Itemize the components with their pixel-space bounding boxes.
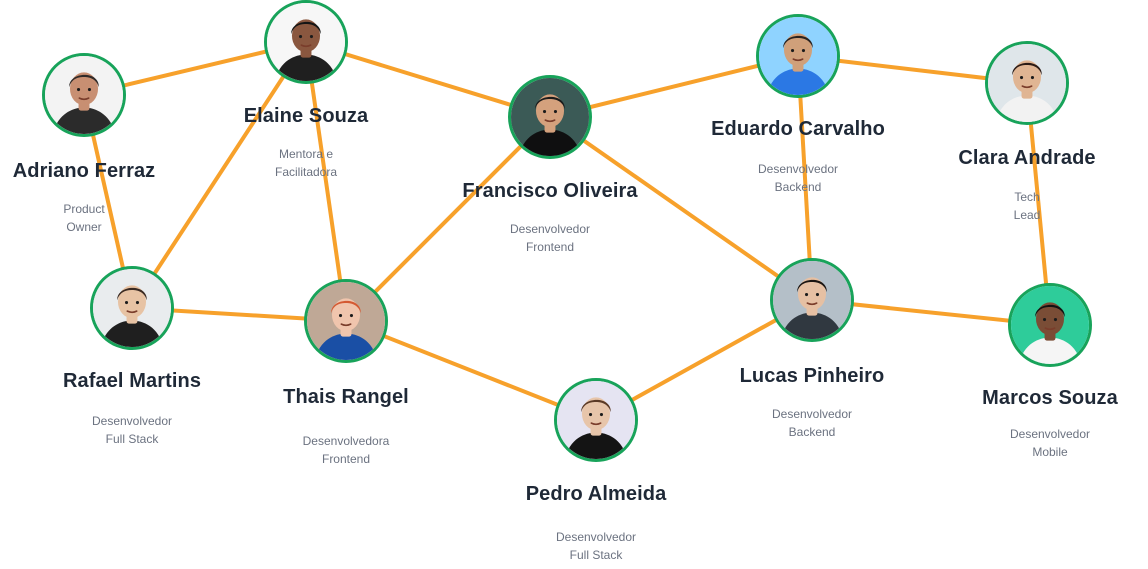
- person-role: Desenvolvedora Frontend: [302, 434, 390, 466]
- avatar: [304, 279, 388, 363]
- person-name: Eduardo Carvalho: [711, 118, 885, 140]
- person-role: Product Owner: [63, 202, 105, 234]
- person-photo-icon: [557, 381, 635, 459]
- person-role: Mentora e Facilitadora: [274, 147, 338, 179]
- person-name: Elaine Souza: [243, 105, 369, 127]
- person-photo-icon: [759, 17, 837, 95]
- connection-line-elaine-rafael: [130, 40, 308, 310]
- avatar: [554, 378, 638, 462]
- avatar: [770, 258, 854, 342]
- avatar: [985, 41, 1069, 125]
- person-photo-icon: [307, 282, 385, 360]
- person-name: Marcos Souza: [982, 387, 1118, 409]
- avatar: [90, 266, 174, 350]
- person-name: Clara Andrade: [958, 147, 1096, 169]
- connection-line-francisco-lucas: [548, 115, 814, 302]
- person-name: Lucas Pinheiro: [739, 365, 885, 387]
- person-role: Desenvolvedor Full Stack: [91, 414, 173, 446]
- person-role: Desenvolvedor Mobile: [1009, 427, 1091, 459]
- avatar: [42, 53, 126, 137]
- person-photo-icon: [773, 261, 851, 339]
- person-name: Rafael Martins: [62, 370, 202, 392]
- person-name: Francisco Oliveira: [462, 180, 638, 202]
- person-name: Adriano Ferraz: [12, 160, 156, 182]
- connection-line-francisco-thais: [344, 115, 552, 323]
- person-role: Desenvolvedor Backend: [757, 162, 839, 194]
- person-role: Tech Lead: [1013, 190, 1041, 222]
- person-name: Thais Rangel: [283, 386, 409, 408]
- person-photo-icon: [988, 44, 1066, 122]
- person-name: Pedro Almeida: [525, 483, 667, 505]
- avatar: [264, 0, 348, 84]
- avatar: [1008, 283, 1092, 367]
- person-role: Desenvolvedor Backend: [771, 407, 853, 439]
- person-photo-icon: [93, 269, 171, 347]
- avatar: [756, 14, 840, 98]
- person-role: Desenvolvedor Frontend: [509, 222, 591, 254]
- avatar: [508, 75, 592, 159]
- person-role: Desenvolvedor Full Stack: [555, 530, 637, 562]
- person-photo-icon: [1011, 286, 1089, 364]
- person-photo-icon: [45, 56, 123, 134]
- connection-line-elaine-thais: [304, 40, 348, 323]
- person-photo-icon: [267, 3, 345, 81]
- person-photo-icon: [511, 78, 589, 156]
- connection-line-thais-pedro: [344, 319, 598, 422]
